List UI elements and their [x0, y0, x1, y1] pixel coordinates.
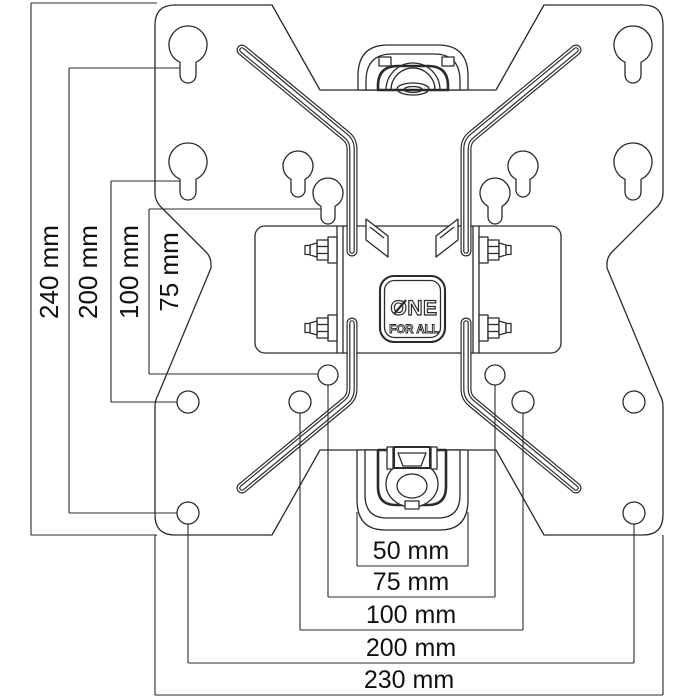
bottom-hinge	[356, 445, 469, 531]
dim-label-240mm: 240 mm	[34, 225, 64, 319]
top-hinge	[357, 44, 469, 96]
dim-label-200mm-left: 200 mm	[73, 225, 103, 319]
dim-bottom-200: 200 mm	[187, 524, 635, 664]
logo-text-for-all: FOR ALL	[389, 324, 438, 336]
hole-100-left	[288, 390, 312, 414]
dim-left-240: 240 mm	[30, 2, 157, 536]
mount-holes	[176, 364, 646, 525]
dim-label-100mm-left: 100 mm	[114, 225, 144, 319]
dim-label-75mm-bottom: 75 mm	[373, 568, 449, 596]
dim-label-100mm-bottom: 100 mm	[366, 601, 456, 629]
hole-75-left	[317, 364, 339, 386]
dim-bottom-50: 50 mm	[356, 512, 469, 567]
bent-tab-right-fold	[439, 226, 455, 239]
logo-o-slash	[393, 299, 407, 315]
top-hinge-horseshoe	[376, 64, 450, 92]
logo-badge-outer	[378, 274, 447, 344]
logo-text-one: ONE	[390, 297, 437, 320]
dim-bottom-100: 100 mm	[299, 413, 524, 631]
dim-label-230mm: 230 mm	[364, 666, 454, 694]
dim-left-200: 200 mm	[68, 67, 180, 514]
top-hinge-ball-outer	[385, 62, 441, 91]
logo-badge: ONE FOR ALL	[378, 274, 447, 344]
dimension-lines-bottom: 50 mm 75 mm 100 mm 200 mm 230 mm	[154, 385, 664, 696]
hole-100row-outer-left	[176, 390, 200, 414]
dim-label-75mm-left: 75 mm	[154, 232, 184, 311]
dim-bottom-230: 230 mm	[154, 535, 664, 696]
hole-200-right	[622, 501, 646, 525]
bent-tab-left-fold	[369, 226, 385, 239]
hole-75-right	[484, 364, 506, 386]
dimension-lines-left: 240 mm 200 mm 100 mm 75 mm	[30, 2, 321, 536]
dim-label-200mm-bottom: 200 mm	[366, 634, 456, 662]
hole-100row-outer-right	[622, 390, 646, 414]
dim-left-75: 75 mm	[148, 208, 321, 375]
logo-badge-inner	[383, 279, 442, 339]
dim-label-50mm: 50 mm	[373, 537, 449, 565]
hole-100-right	[511, 390, 535, 414]
dim-bottom-75: 75 mm	[327, 385, 496, 598]
dim-left-100: 100 mm	[110, 180, 180, 403]
hole-200-left	[176, 501, 200, 525]
